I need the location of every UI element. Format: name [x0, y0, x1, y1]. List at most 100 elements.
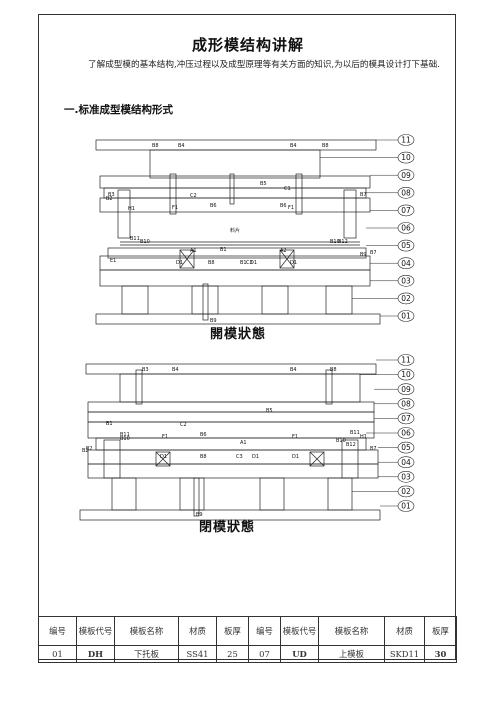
part-label: H1 [360, 434, 367, 440]
part-label: B3 [108, 192, 115, 198]
foot-2 [191, 285, 219, 315]
header-cell: 编号 [248, 616, 281, 646]
part-label: B10 [140, 239, 150, 245]
part-label: B2 [86, 446, 93, 452]
table-cell: 30 [424, 645, 457, 663]
plate-05 [87, 449, 379, 465]
part-label: C2 [180, 422, 187, 428]
part-label: B7 [370, 446, 377, 452]
foot-3 [259, 477, 285, 511]
header-cell: 板厚 [216, 616, 249, 646]
header-cell: 模板代号 [280, 616, 319, 646]
part-label: A1 [190, 248, 197, 254]
svg-text:05: 05 [401, 443, 411, 452]
part-label: A1 [240, 440, 247, 446]
foot-4 [325, 285, 353, 315]
callout-06: 06 [366, 222, 415, 234]
part-label: B8 [152, 143, 159, 149]
part-label: B10 [336, 438, 346, 444]
part-label: C2 [190, 193, 197, 199]
table-cell: SS41 [178, 645, 217, 663]
bottom-plate-01 [79, 509, 381, 521]
part-label: H1 [128, 206, 135, 212]
callout-01: 01 [380, 500, 415, 512]
spring-left [117, 189, 131, 239]
svg-text:10: 10 [401, 153, 411, 162]
header-cell: 模板名称 [114, 616, 179, 646]
spring-right [341, 439, 359, 479]
part-label: B11 [120, 432, 130, 438]
plate-04 [87, 463, 379, 479]
callout-06: 06 [366, 427, 415, 439]
part-label: B10 [330, 239, 340, 245]
plate-08 [87, 411, 375, 423]
svg-text:03: 03 [401, 276, 411, 285]
spring-left [103, 439, 121, 479]
part-label: A2 [280, 248, 287, 254]
svg-text:09: 09 [401, 171, 411, 180]
part-label: B1 [240, 260, 247, 266]
callout-03: 03 [370, 275, 415, 287]
callout-08: 08 [366, 186, 415, 199]
part-label: B11 [130, 236, 140, 242]
table-cell: 上模板 [318, 645, 385, 663]
svg-text:02: 02 [401, 487, 411, 496]
table-header-row: 编号 模板代号 模板名称 材质 板厚 编号 模板代号 模板名称 材质 板厚 [38, 616, 457, 646]
foot-1 [121, 285, 149, 315]
part-label: B5 [266, 408, 273, 414]
callout-07: 07 [374, 412, 415, 425]
part-label: E1 [110, 258, 116, 264]
bottom-plate-01 [95, 313, 381, 325]
svg-text:06: 06 [401, 224, 411, 233]
callout-10: 10 [320, 151, 415, 164]
svg-text:08: 08 [401, 188, 411, 197]
section-heading: 一.标准成型模结构形式 [64, 104, 173, 116]
callout-03: 03 [378, 471, 415, 483]
part-label: B6 [200, 432, 207, 438]
plate-06 [95, 437, 367, 451]
part-label: B12 [338, 239, 348, 245]
header-cell: 材质 [178, 616, 217, 646]
part-label: D1 [252, 454, 259, 460]
table-cell: 07 [248, 645, 281, 663]
part-label: C1 [284, 186, 291, 192]
svg-text:02: 02 [401, 294, 411, 303]
part-label: D1 [160, 454, 167, 460]
part-label: B4 [290, 367, 297, 373]
callout-10: 10 [360, 368, 415, 381]
open-state-label: 開模狀態 [210, 327, 267, 342]
part-label: B6 [280, 203, 287, 209]
part-label: B8 [200, 454, 207, 460]
upper-block-10 [119, 373, 361, 403]
document-title: 成形模结构讲解 [191, 36, 304, 54]
part-label: B5 [260, 181, 267, 187]
part-label: B2 [106, 196, 113, 202]
table-cell: DH [76, 645, 115, 663]
part-label: B12 [346, 442, 356, 448]
part-label: F1 [288, 205, 294, 211]
svg-text:03: 03 [401, 472, 411, 481]
svg-text:09: 09 [401, 385, 411, 394]
callout-09: 09 [374, 383, 415, 396]
part-label: B4 [290, 143, 297, 149]
part-label: B8 [330, 367, 337, 373]
svg-text:01: 01 [401, 312, 411, 321]
header-cell: 模板名称 [318, 616, 385, 646]
part-label: B2 [82, 448, 89, 454]
part-label: B11 [350, 430, 360, 436]
part-label: B3 [142, 367, 149, 373]
foot-3 [261, 285, 289, 315]
part-label: B1 [220, 247, 227, 253]
header-cell: 模板代号 [76, 616, 115, 646]
table-cell: 25 [216, 645, 249, 663]
header-cell: 编号 [38, 616, 77, 646]
part-label: B4 [178, 143, 185, 149]
svg-text:11: 11 [401, 136, 411, 145]
part-label: B9 [210, 318, 217, 324]
table-cell: SKD11 [384, 645, 425, 663]
part-label: D1 [290, 260, 297, 266]
header-cell: 板厚 [424, 616, 457, 646]
part-label: F1 [172, 205, 178, 211]
callout-09: 09 [370, 169, 415, 182]
